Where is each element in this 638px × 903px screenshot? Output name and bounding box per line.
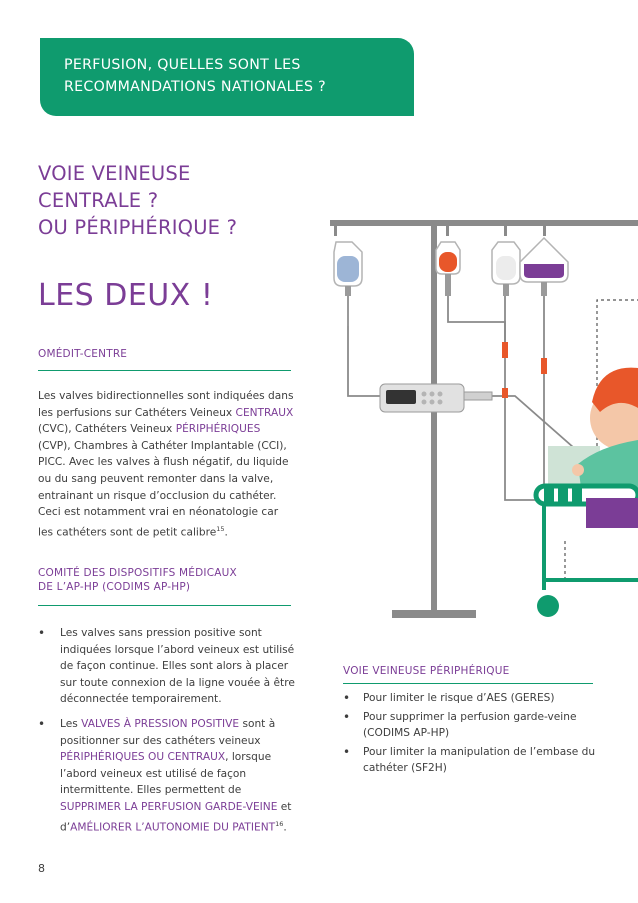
list-item: Les VALVES À PRESSION POSITIVE sont à po… xyxy=(38,716,296,836)
codims-heading: COMITÉ DES DISPOSITIFS MÉDICAUX DE L’AP-… xyxy=(38,567,237,593)
list-item: Pour supprimer la perfusion garde-veine … xyxy=(343,709,603,742)
iv-pole-icon xyxy=(330,220,638,618)
answer-heading: LES DEUX ! xyxy=(38,278,214,313)
section-banner: PERFUSION, QUELLES SONT LES RECOMMANDATI… xyxy=(40,38,414,116)
blue-bag-icon xyxy=(333,241,363,326)
list-item: Les valves sans pression positive sont i… xyxy=(38,625,296,708)
white-bag-icon xyxy=(491,241,521,296)
orange-bag-icon xyxy=(435,241,461,296)
bed-icon xyxy=(533,483,638,617)
divider xyxy=(38,605,291,606)
perfusion-illustration xyxy=(330,220,638,618)
divider xyxy=(38,370,291,371)
list-item: Pour limiter la manipulation de l’embase… xyxy=(343,744,603,777)
list-item: Pour limiter le risque d’AES (GERES) xyxy=(343,690,603,707)
omedit-heading: OMÉDIT-CENTRE xyxy=(38,348,128,360)
omedit-paragraph: Les valves bidirectionnelles sont indiqu… xyxy=(38,390,294,539)
divider xyxy=(343,683,593,684)
codims-list: Les valves sans pression positive sont i… xyxy=(38,625,296,844)
peripherique-list: Pour limiter le risque d’AES (GERES) Pou… xyxy=(343,690,603,779)
peripherique-heading: VOIE VEINEUSE PÉRIPHÉRIQUE xyxy=(343,665,510,677)
banner-title: PERFUSION, QUELLES SONT LES RECOMMANDATI… xyxy=(64,57,326,95)
purple-bag-icon xyxy=(519,236,569,296)
page-number: 8 xyxy=(38,862,45,875)
patient-icon xyxy=(548,367,638,506)
page-title: VOIE VEINEUSE CENTRALE ? OU PÉRIPHÉRIQUE… xyxy=(38,162,238,239)
syringe-pump-icon xyxy=(379,383,493,413)
